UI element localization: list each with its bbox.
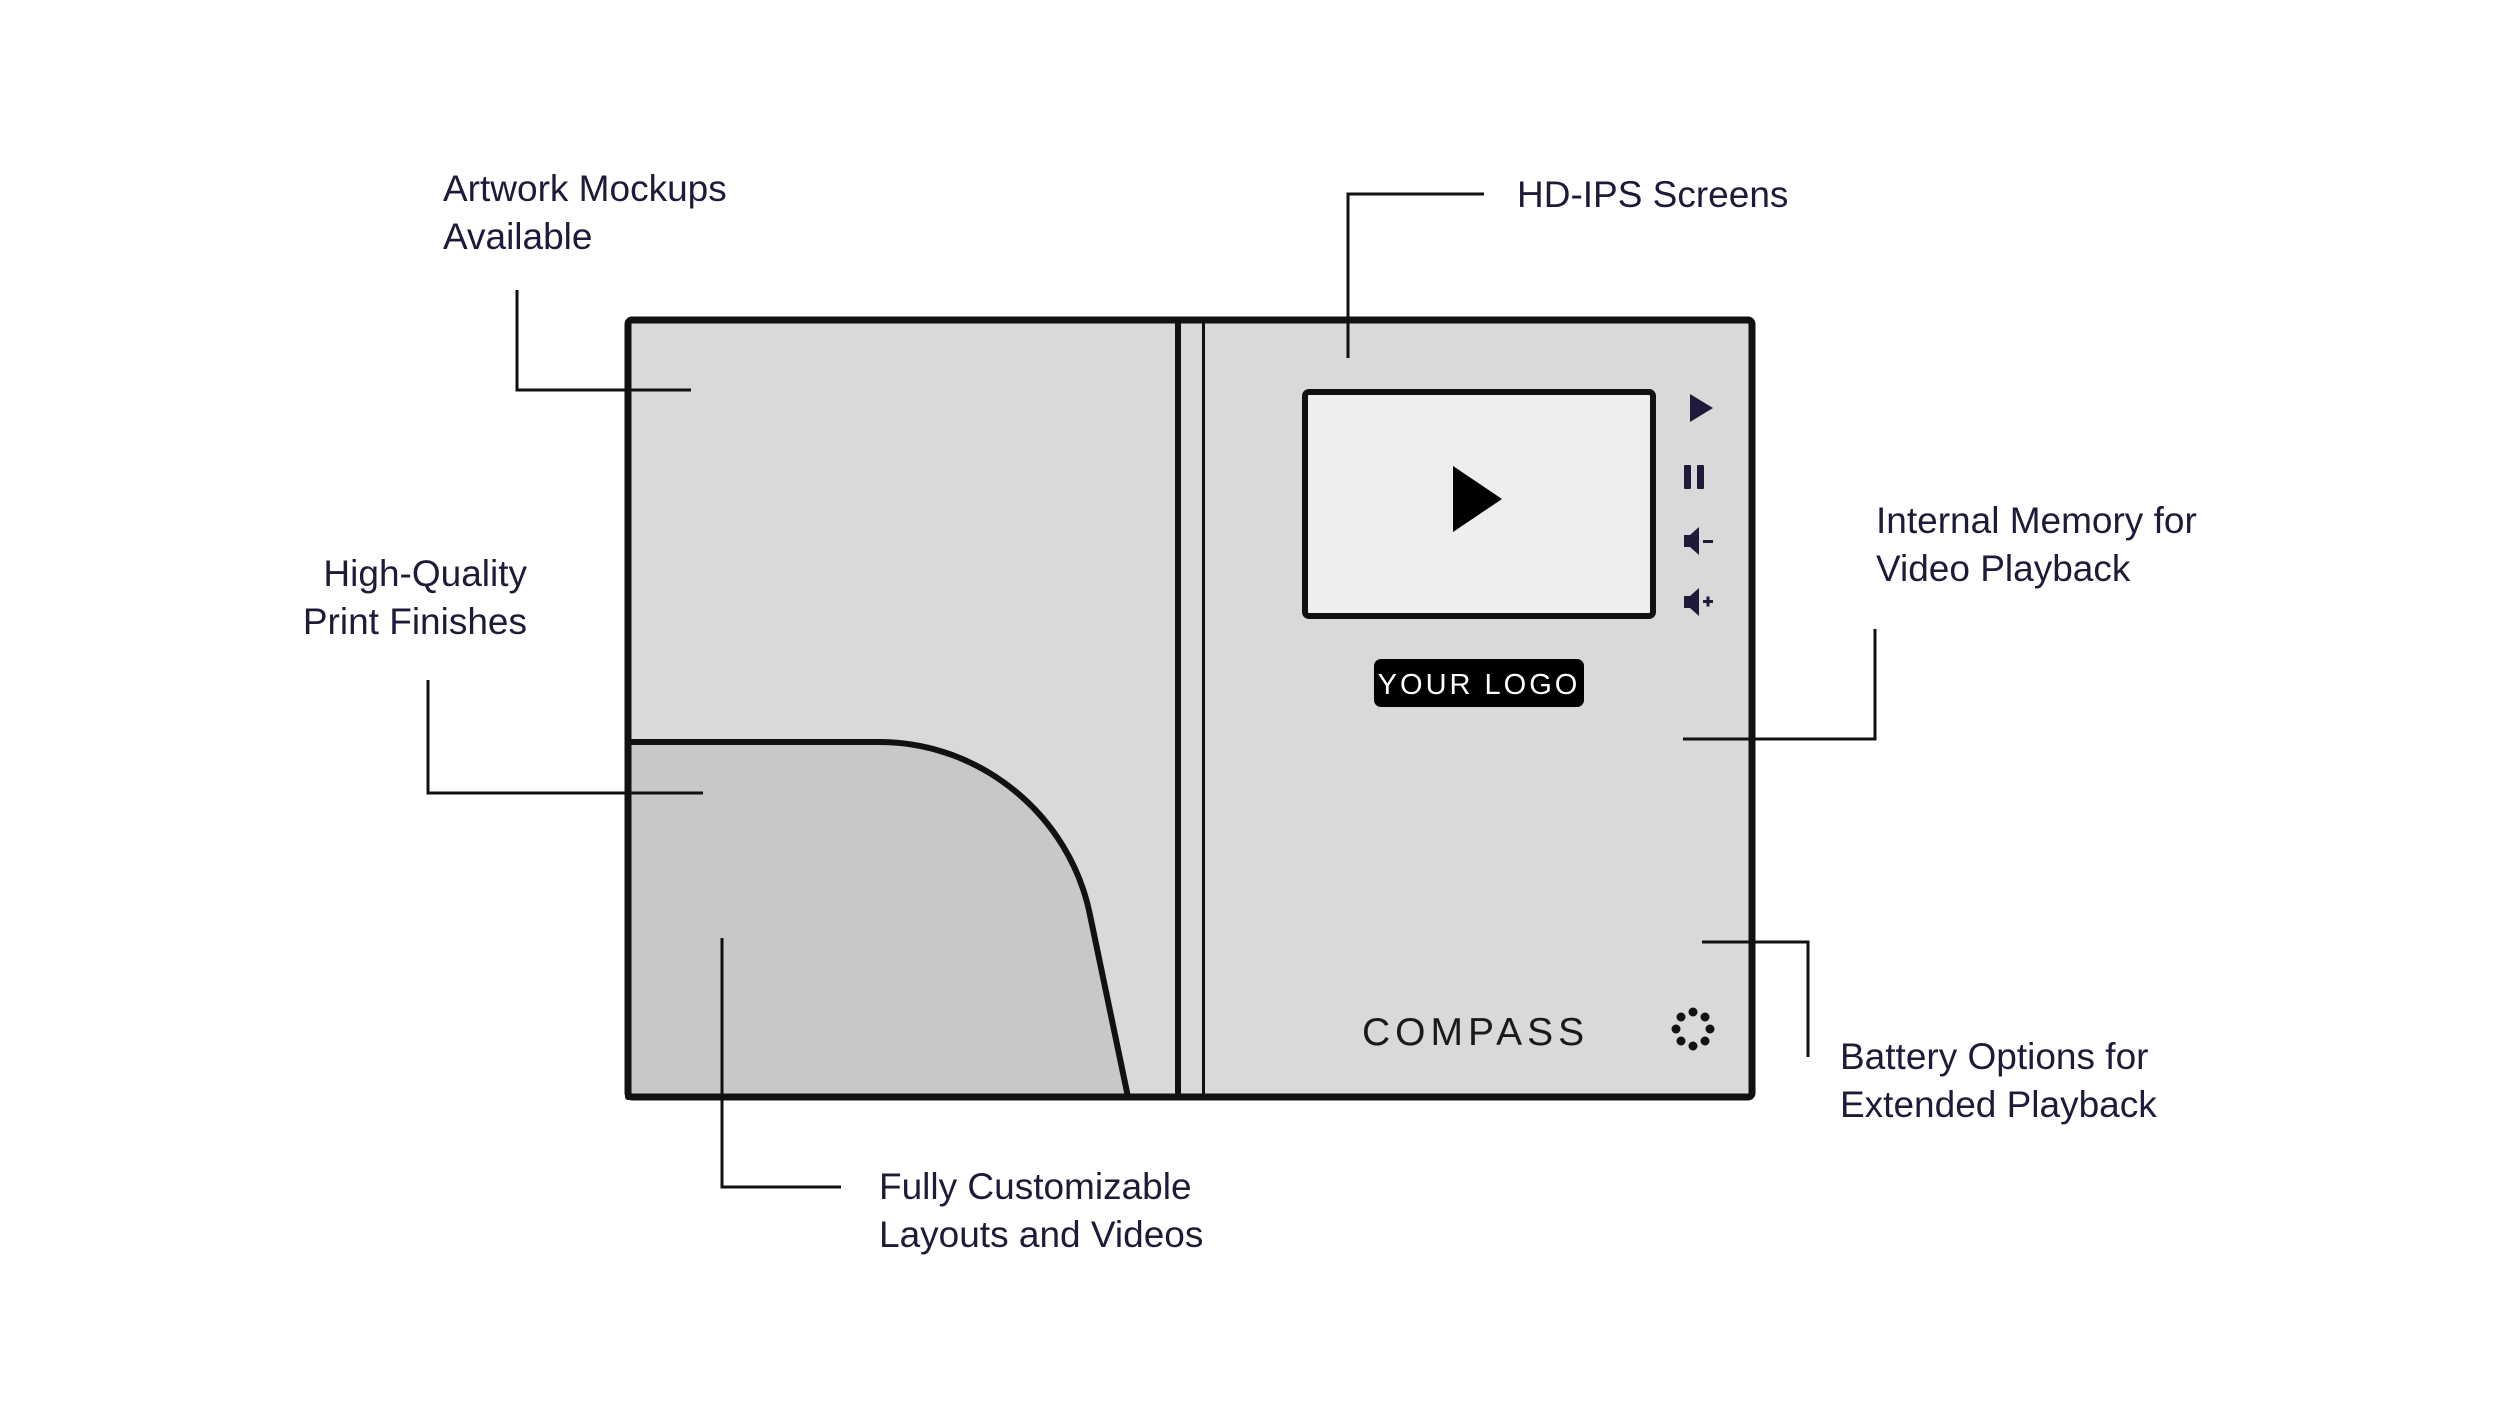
volume-up-icon[interactable] [1684, 588, 1713, 616]
play-icon[interactable] [1453, 466, 1502, 532]
callout-artwork-line2: Available [443, 216, 593, 257]
callout-internal-memory: Internal Memory for Video Playback [1876, 497, 2197, 593]
leader-battery [1702, 940, 1810, 1057]
callout-customizable-layouts: Fully Customizable Layouts and Videos [879, 1163, 1203, 1259]
callout-quality-line1: High-Quality [323, 553, 527, 594]
leader-print-quality [426, 680, 703, 795]
callout-battery-line2: Extended Playback [1840, 1084, 2157, 1125]
callout-print-finishes: High-Quality Print Finishes [250, 550, 527, 646]
callout-memory-line1: Internal Memory for [1876, 500, 2197, 541]
callout-custom-line1: Fully Customizable [879, 1166, 1192, 1207]
pause-icon[interactable] [1684, 465, 1704, 489]
video-screen[interactable] [1302, 389, 1656, 619]
play-icon[interactable] [1690, 394, 1713, 422]
callout-hd-ips-screens: HD-IPS Screens [1517, 171, 1788, 219]
volume-down-icon[interactable] [1684, 527, 1713, 555]
leader-hd-screens [1346, 192, 1484, 358]
brand-wordmark: COMPASS [1362, 1011, 1589, 1054]
brochure-outline [624, 316, 1756, 1101]
pocket-flap [625, 739, 1131, 1100]
callout-battery-line1: Battery Options for [1840, 1036, 2149, 1077]
leader-customizable [720, 938, 841, 1189]
leader-memory [1683, 629, 1877, 741]
logo-badge-text: YOUR LOGO [1378, 669, 1581, 701]
callout-battery-options: Battery Options for Extended Playback [1840, 1033, 2157, 1129]
spine [1175, 317, 1208, 1100]
leader-artwork [515, 290, 691, 392]
callout-quality-line2: Print Finishes [302, 601, 527, 642]
callout-custom-line2: Layouts and Videos [879, 1214, 1204, 1255]
callout-memory-line2: Video Playback [1876, 548, 2131, 589]
callout-hd-line1: HD-IPS Screens [1517, 174, 1789, 215]
callout-artwork-line1: Artwork Mockups [443, 168, 727, 209]
callout-artwork-mockups: Artwork Mockups Available [443, 165, 727, 261]
logo-badge: YOUR LOGO [1374, 659, 1584, 707]
battery-indicator-icon [1671, 1007, 1715, 1051]
